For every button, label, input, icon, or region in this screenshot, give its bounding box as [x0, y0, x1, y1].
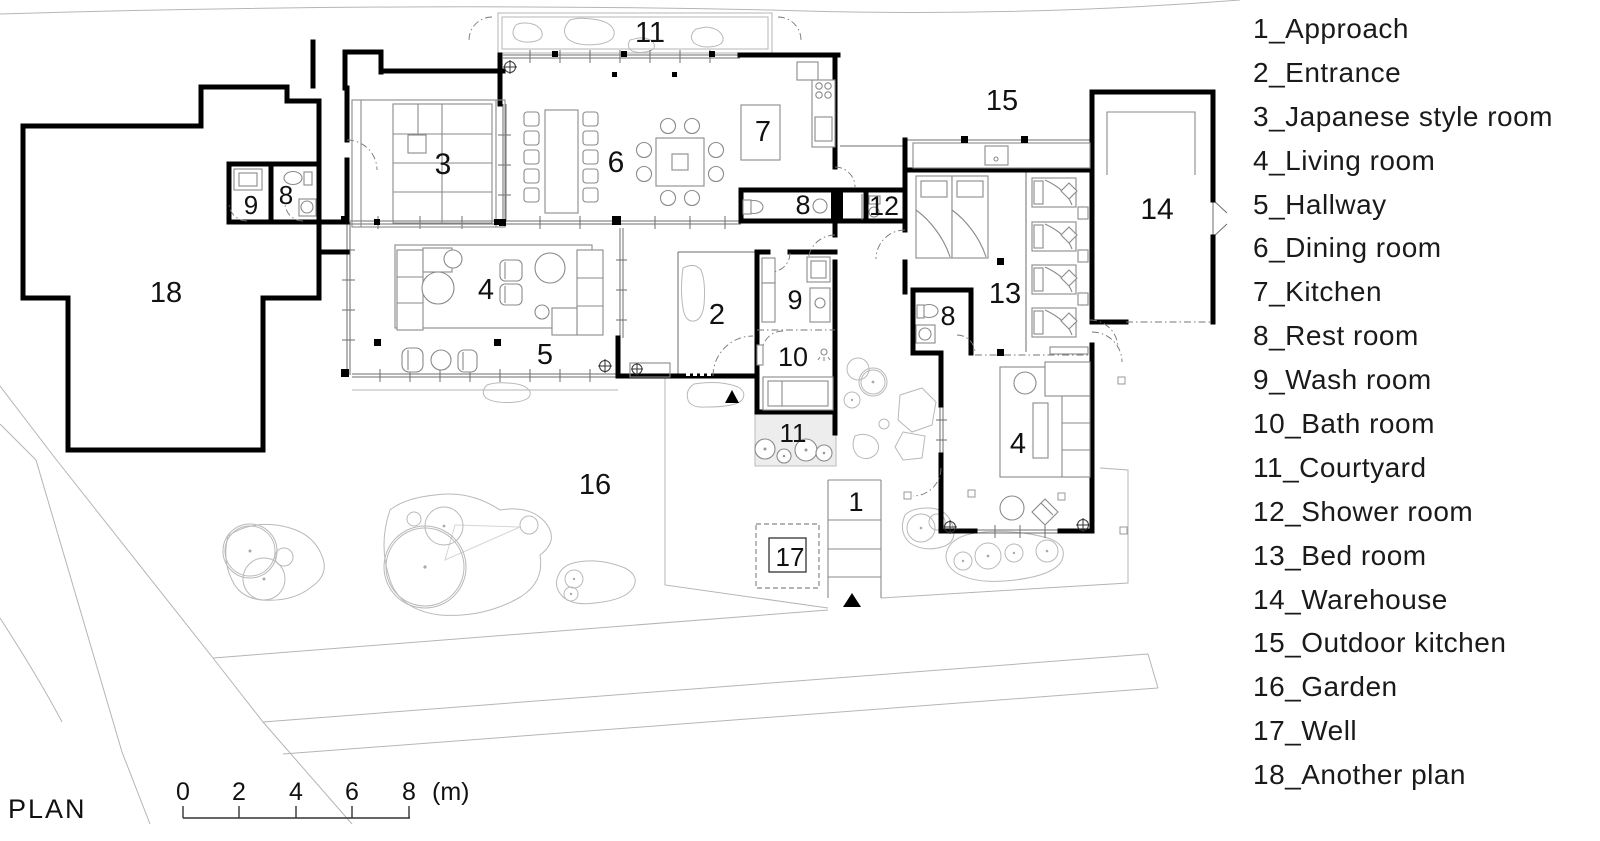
survey-markers [503, 60, 1090, 534]
site-boundary-lines [0, 0, 1241, 825]
room-label-8: 8 [940, 301, 955, 331]
front-door-track [686, 372, 711, 376]
legend-item-9: 9_Wash room [1253, 364, 1432, 396]
room-label-12: 12 [869, 191, 899, 221]
room-label-2: 2 [709, 299, 725, 331]
legend-item-7: 7_Kitchen [1253, 276, 1383, 308]
room-label-10: 10 [778, 342, 808, 372]
walls [20, 39, 1216, 534]
structural-posts [341, 51, 1028, 377]
well-marker [755, 523, 820, 589]
direction-triangles [725, 390, 861, 607]
legend-item-5: 5_Hallway [1253, 188, 1387, 220]
scale-tick-0: 0 [176, 778, 190, 806]
room-label-13: 13 [989, 278, 1021, 310]
legend-item-13: 13_Bed room [1253, 539, 1427, 571]
scale-tick-6: 6 [345, 778, 359, 806]
room-label-14: 14 [1140, 193, 1173, 226]
legend-item-1: 1_Approach [1253, 12, 1410, 44]
room-label-11: 11 [635, 17, 665, 49]
room-label-4: 4 [1010, 428, 1026, 460]
scale-tick-2: 2 [232, 778, 246, 806]
legend-item-10: 10_Bath room [1253, 407, 1435, 439]
legend-item-2: 2_Entrance [1253, 56, 1402, 88]
room-label-6: 6 [608, 146, 625, 179]
center-courtyard-deck [754, 412, 837, 467]
north-courtyard-deck [497, 12, 773, 54]
room-label-5: 5 [537, 339, 553, 371]
legend-item-4: 4_Living room [1253, 144, 1436, 176]
scale-bar: 0 2 4 6 8 (m) [176, 778, 469, 819]
room-label-7: 7 [755, 116, 771, 148]
legend-item-15: 15_Outdoor kitchen [1253, 627, 1507, 659]
scale-unit-label: (m) [432, 778, 469, 806]
scale-bar-line [182, 806, 410, 819]
room-label-18: 18 [150, 277, 182, 309]
site-light-markers [903, 376, 1128, 535]
room-label-9: 9 [787, 285, 802, 315]
legend-item-16: 16_Garden [1253, 671, 1398, 703]
furniture [233, 61, 1196, 526]
room-label-17: 17 [776, 542, 805, 572]
legend-item-17: 17_Well [1253, 715, 1358, 747]
room-label-8: 8 [279, 180, 293, 210]
approach-path [827, 479, 882, 598]
legend-item-18: 18_Another plan [1253, 759, 1467, 791]
room-label-1: 1 [848, 487, 863, 517]
door-swing-arcs [228, 16, 1123, 497]
legend-item-6: 6_Dining room [1253, 232, 1442, 264]
room-legend: 1_Approach 2_Entrance 3_Japanese style r… [1253, 7, 1553, 797]
legend-item-11: 11_Courtyard [1253, 451, 1427, 483]
room-label-4: 4 [478, 274, 494, 306]
entrance-stones [482, 382, 745, 408]
legend-item-12: 12_Shower room [1253, 495, 1474, 527]
room-label-8: 8 [795, 190, 810, 220]
scale-tick-8: 8 [402, 778, 416, 806]
room-label-3: 3 [435, 148, 452, 181]
room-label-15: 15 [986, 85, 1018, 117]
courtyard-stones [843, 357, 937, 461]
scale-tick-4: 4 [289, 778, 303, 806]
plan-title: PLAN [8, 794, 87, 824]
legend-item-3: 3_Japanese style room [1253, 100, 1554, 132]
legend-item-8: 8_Rest room [1253, 320, 1419, 352]
sliding-partition-lines [975, 321, 1213, 356]
room-label-16: 16 [579, 469, 611, 501]
window-walls [342, 50, 1228, 538]
legend-item-14: 14_Warehouse [1253, 583, 1448, 615]
room-label-9: 9 [244, 190, 258, 220]
garden-trees [222, 493, 636, 616]
room-label-11: 11 [780, 418, 807, 448]
